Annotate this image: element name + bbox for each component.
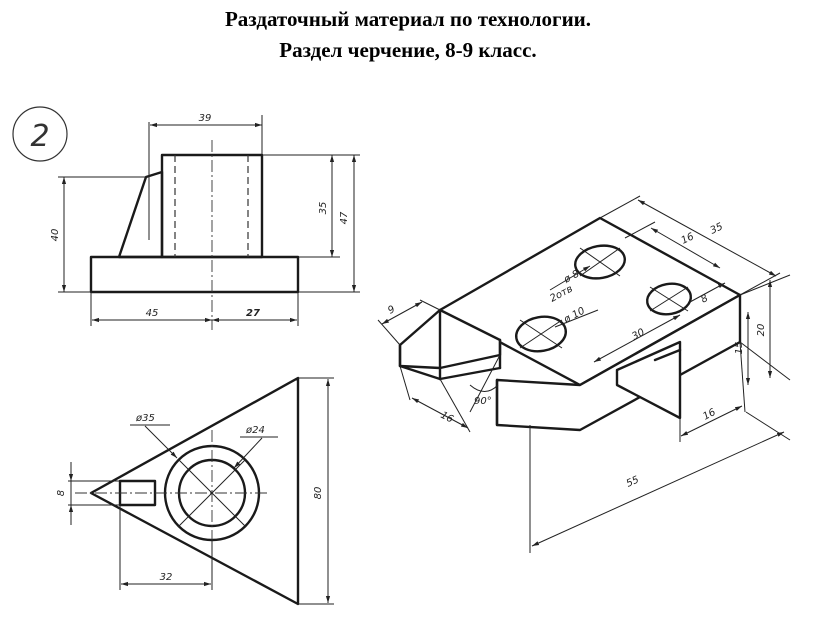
handout-subtitle: Раздел черчение, 8-9 класс. <box>279 38 537 62</box>
dim-47: 47 <box>339 211 350 224</box>
front-rib <box>117 170 164 259</box>
handout-title: Раздаточный материал по технологии. <box>224 7 592 31</box>
front-base <box>89 255 300 294</box>
dim-80: 80 <box>313 487 324 500</box>
dim-iso-16: 16 <box>680 231 696 246</box>
dim-iso-16c: 16 <box>701 407 717 423</box>
dim-iso-35: 35 <box>709 221 725 236</box>
iso-hole-2 <box>645 282 693 316</box>
dim-40: 40 <box>50 229 61 242</box>
dim-45: 45 <box>146 308 159 319</box>
drawing-number-badge: 2 <box>12 106 68 162</box>
dim-39: 39 <box>199 113 212 124</box>
dim-d35: ø35 <box>135 413 155 424</box>
top-view: ø35 ø24 8 32 80 <box>56 376 334 606</box>
dim-iso-55: 55 <box>625 475 641 490</box>
dim-32: 32 <box>160 572 173 583</box>
dim-iso-20: 20 <box>756 324 767 337</box>
dim-iso-8: 8 <box>699 293 710 306</box>
dim-27: 27 <box>246 308 260 319</box>
dim-iso-30: 30 <box>630 327 646 343</box>
drawing-number: 2 <box>30 119 49 154</box>
dim-8: 8 <box>56 490 67 496</box>
front-view: 39 35 47 40 45 27 <box>50 113 360 330</box>
dim-iso-angle: 90° <box>474 396 492 407</box>
dim-35: 35 <box>318 202 329 215</box>
dim-iso-16b: 16 <box>439 410 455 426</box>
dim-d24: ø24 <box>245 425 265 436</box>
iso-hole-3 <box>515 315 567 353</box>
iso-hole-1 <box>574 244 626 280</box>
top-triangle <box>89 376 300 606</box>
dim-iso-15: 15 <box>734 342 745 355</box>
isometric-view: 35 16 ø 8 2отв ø 10 8 30 9 90° 16 <box>377 195 791 553</box>
dim-iso-9: 9 <box>386 304 397 317</box>
